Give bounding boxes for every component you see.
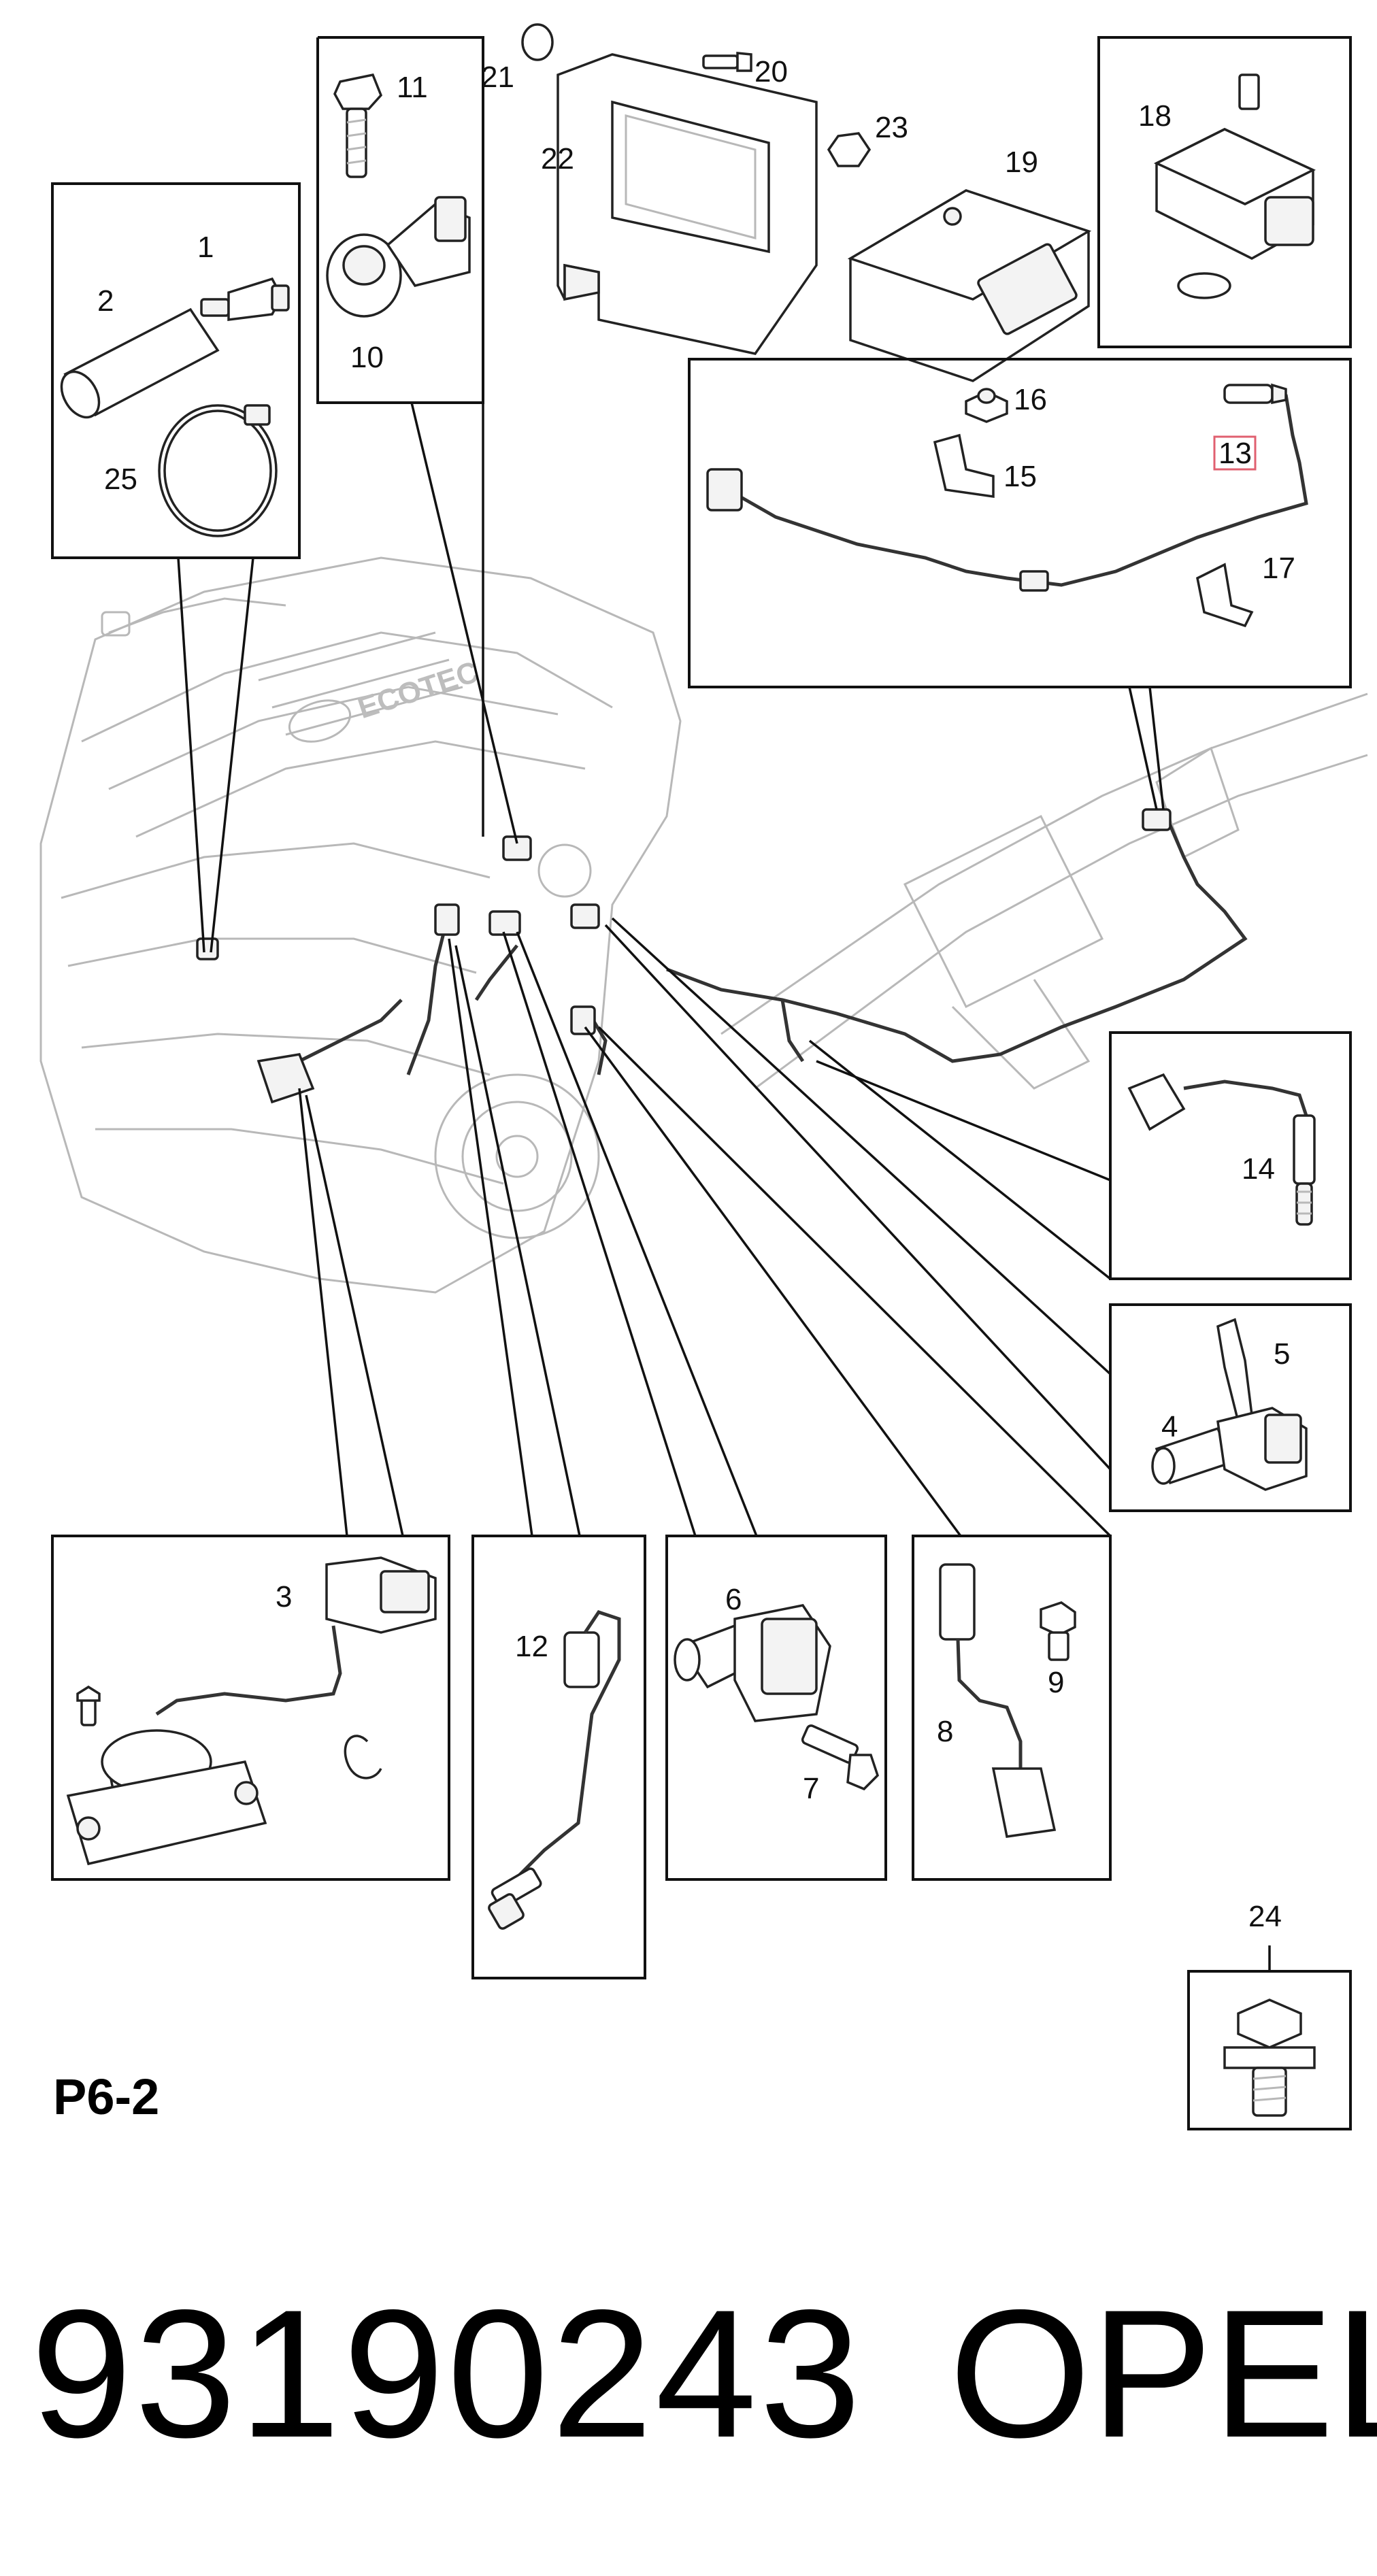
engine-illustration: ECOTEC [39, 556, 1368, 1294]
part-5-clip [1216, 1318, 1253, 1424]
ecu-group: 21 20 22 23 19 [481, 23, 1092, 382]
part-4-sensor [1151, 1407, 1308, 1491]
callout-6: 6 [725, 1583, 742, 1616]
callout-15: 15 [1003, 460, 1037, 493]
part-24-bolt [1223, 1998, 1316, 2117]
part-18-map-sensor [1153, 73, 1316, 299]
part-3-solenoid [66, 1556, 437, 1866]
part-20-screw [702, 52, 752, 72]
part-11-bolt [333, 73, 383, 178]
callout-8: 8 [937, 1715, 953, 1748]
callout-22: 22 [541, 142, 574, 175]
callout-7: 7 [803, 1772, 819, 1805]
part-9-bolt [1040, 1601, 1076, 1661]
part-13-oxygen-sensor [1223, 383, 1287, 405]
parts-box-map-sensor: 18 [1097, 36, 1352, 348]
callout-23: 23 [875, 111, 908, 144]
callout-3: 3 [276, 1580, 292, 1613]
parts-box-oxygen-harness: 16 13 15 17 [688, 358, 1352, 688]
part-16-nut [965, 388, 1008, 423]
callout-24: 24 [1248, 1900, 1282, 1933]
part-12-oxygen-sensor [488, 1610, 621, 1930]
callout-19: 19 [1005, 146, 1038, 179]
callout-13: 13 [1218, 437, 1252, 470]
engine-logo-text: ECOTEC [354, 655, 483, 725]
part-3-small-bolt [76, 1685, 101, 1726]
part-10-knock-sensor [326, 196, 471, 318]
leader-lines [177, 148, 1165, 1537]
part-number: 93190243 [31, 2271, 864, 2475]
callout-1: 1 [197, 231, 214, 264]
part-19-ecu [847, 189, 1092, 382]
parts-box-crank-sensor: 6 7 [665, 1535, 887, 1881]
part-22-bracket [557, 53, 818, 355]
callout-16: 16 [1014, 383, 1047, 416]
parts-box-bolt: 24 [1187, 1900, 1352, 2130]
part-3-retainer-clip [344, 1735, 382, 1779]
callout-13-highlight [1213, 435, 1257, 471]
brand-name: OPEL [949, 2271, 1377, 2475]
callout-18: 18 [1138, 99, 1172, 133]
part-15-bracket [933, 433, 995, 499]
callout-21: 21 [481, 61, 514, 94]
parts-box-speed-sensor: 9 8 [912, 1535, 1112, 1881]
callout-14: 14 [1242, 1152, 1275, 1186]
callout-25: 25 [104, 463, 137, 496]
part-23-nut [827, 132, 872, 167]
part-1-sensor [200, 277, 290, 321]
parts-box-knock-sensor: 11 10 [316, 36, 484, 404]
callout-5: 5 [1274, 1337, 1290, 1371]
parts-box-solenoid: 3 [51, 1535, 450, 1881]
part-21-grommet [521, 23, 554, 61]
wiring-harness [196, 808, 1248, 1104]
part-8-sensor [939, 1563, 1057, 1838]
part-6-sensor [674, 1604, 831, 1722]
callout-4: 4 [1161, 1410, 1178, 1443]
callout-17: 17 [1262, 552, 1295, 585]
part-17-clip [1196, 563, 1254, 628]
callout-11: 11 [397, 71, 428, 104]
callout-12: 12 [515, 1630, 548, 1663]
parts-box-cam-sensor: 5 4 [1109, 1303, 1352, 1512]
callout-2: 2 [97, 284, 114, 318]
parts-box-knock-sensor-group: 1 2 25 [51, 182, 301, 559]
parts-box-oxygen-sensor-front: 12 [471, 1535, 646, 1979]
callout-10: 10 [350, 341, 384, 374]
part-7-bolt [801, 1724, 880, 1791]
part-2-sleeve [60, 307, 220, 419]
part-25-clamp [158, 404, 278, 537]
callout-20: 20 [754, 55, 788, 88]
callout-9: 9 [1048, 1666, 1064, 1699]
parts-box-oxygen-sensor: 14 [1109, 1031, 1352, 1280]
page-reference: P6-2 [53, 2069, 160, 2125]
part-14-oxygen-sensor [1127, 1073, 1316, 1226]
